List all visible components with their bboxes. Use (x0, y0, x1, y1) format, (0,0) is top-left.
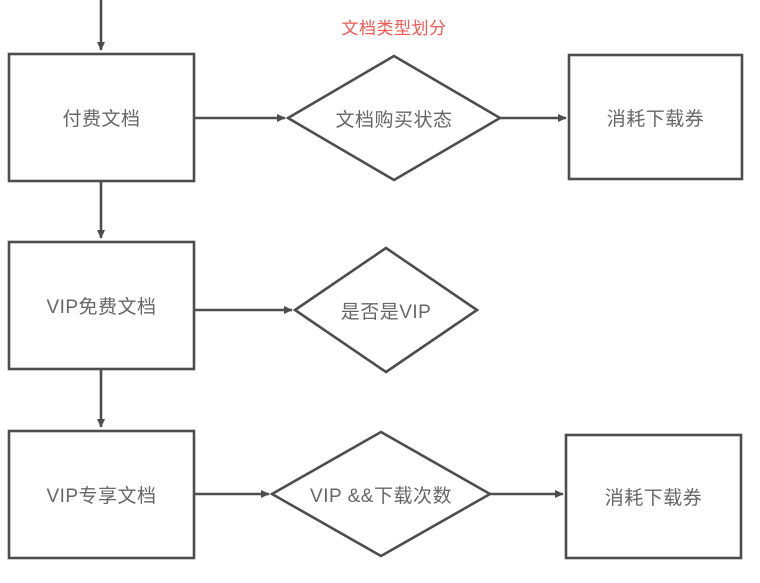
annotation-document-type-classification: 文档类型划分 (341, 19, 447, 38)
node-paid-document[interactable] (7, 52, 196, 183)
node-vip-exclusive-document[interactable] (7, 429, 196, 560)
node-vip-and-download-count[interactable] (269, 430, 493, 558)
node-consume-download-coupon-bottom[interactable] (564, 433, 743, 560)
node-vip-free-document[interactable] (7, 240, 196, 371)
node-document-purchase-status[interactable] (285, 54, 503, 182)
node-is-vip[interactable] (292, 246, 480, 374)
node-consume-download-coupon-top[interactable] (567, 53, 744, 181)
